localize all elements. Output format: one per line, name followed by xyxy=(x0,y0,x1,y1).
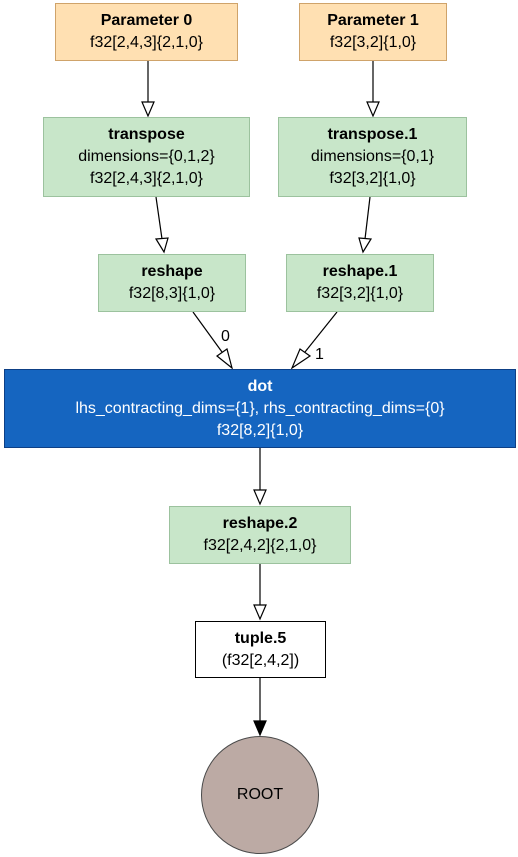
node-title: Parameter 0 xyxy=(100,12,193,29)
node-shape: f32[3,2]{1,0} xyxy=(329,34,417,51)
node-tuple-5[interactable]: tuple.5 (f32[2,4,2]) xyxy=(195,621,326,678)
node-transpose[interactable]: transpose dimensions={0,1,2} f32[2,4,3]{… xyxy=(43,117,250,197)
node-shape: f32[2,4,3]{2,1,0} xyxy=(90,34,203,51)
node-shape: f32[2,4,3]{2,1,0} xyxy=(90,170,203,187)
node-shape: f32[3,2]{1,0} xyxy=(316,285,404,302)
node-title: ROOT xyxy=(236,786,284,803)
node-title: tuple.5 xyxy=(234,629,287,647)
node-title: reshape.2 xyxy=(222,515,298,532)
node-title: transpose.1 xyxy=(327,126,418,143)
edge-dot-reshape2 xyxy=(253,448,267,506)
node-attribute: dimensions={0,1,2} xyxy=(78,148,215,165)
edge-reshape1-dot xyxy=(290,311,338,370)
node-root[interactable]: ROOT xyxy=(201,736,319,854)
edge-label-reshape1-dot: 1 xyxy=(315,346,324,363)
edge-transpose-reshape xyxy=(154,196,169,254)
edge-transpose1-reshape1 xyxy=(358,196,373,254)
node-shape: (f32[2,4,2]) xyxy=(221,651,300,669)
node-title: transpose xyxy=(108,126,185,143)
node-title: reshape xyxy=(141,263,203,280)
edge-param0-transpose xyxy=(141,61,155,118)
node-shape: f32[2,4,2]{2,1,0} xyxy=(203,537,317,554)
node-shape: f32[8,3]{1,0} xyxy=(128,285,216,302)
node-title: dot xyxy=(247,377,273,395)
node-parameter-0[interactable]: Parameter 0 f32[2,4,3]{2,1,0} xyxy=(55,3,238,61)
edge-label-reshape-dot: 0 xyxy=(221,328,230,345)
node-parameter-1[interactable]: Parameter 1 f32[3,2]{1,0} xyxy=(299,3,447,61)
node-attribute: lhs_contracting_dims={1}, rhs_contractin… xyxy=(75,399,445,417)
node-dot[interactable]: dot lhs_contracting_dims={1}, rhs_contra… xyxy=(4,369,516,448)
edge-param1-transpose1 xyxy=(366,61,380,118)
node-title: reshape.1 xyxy=(322,263,398,280)
node-reshape[interactable]: reshape f32[8,3]{1,0} xyxy=(98,254,246,312)
node-reshape-1[interactable]: reshape.1 f32[3,2]{1,0} xyxy=(286,254,434,312)
edge-reshape-dot xyxy=(192,311,234,370)
node-shape: f32[8,2]{1,0} xyxy=(216,421,304,439)
edge-reshape2-tuple5 xyxy=(253,564,267,621)
node-transpose-1[interactable]: transpose.1 dimensions={0,1} f32[3,2]{1,… xyxy=(278,117,467,197)
edge-tuple5-root xyxy=(253,678,267,737)
node-shape: f32[3,2]{1,0} xyxy=(329,170,416,187)
node-attribute: dimensions={0,1} xyxy=(310,148,435,165)
node-title: Parameter 1 xyxy=(327,12,419,29)
node-reshape-2[interactable]: reshape.2 f32[2,4,2]{2,1,0} xyxy=(169,506,351,564)
